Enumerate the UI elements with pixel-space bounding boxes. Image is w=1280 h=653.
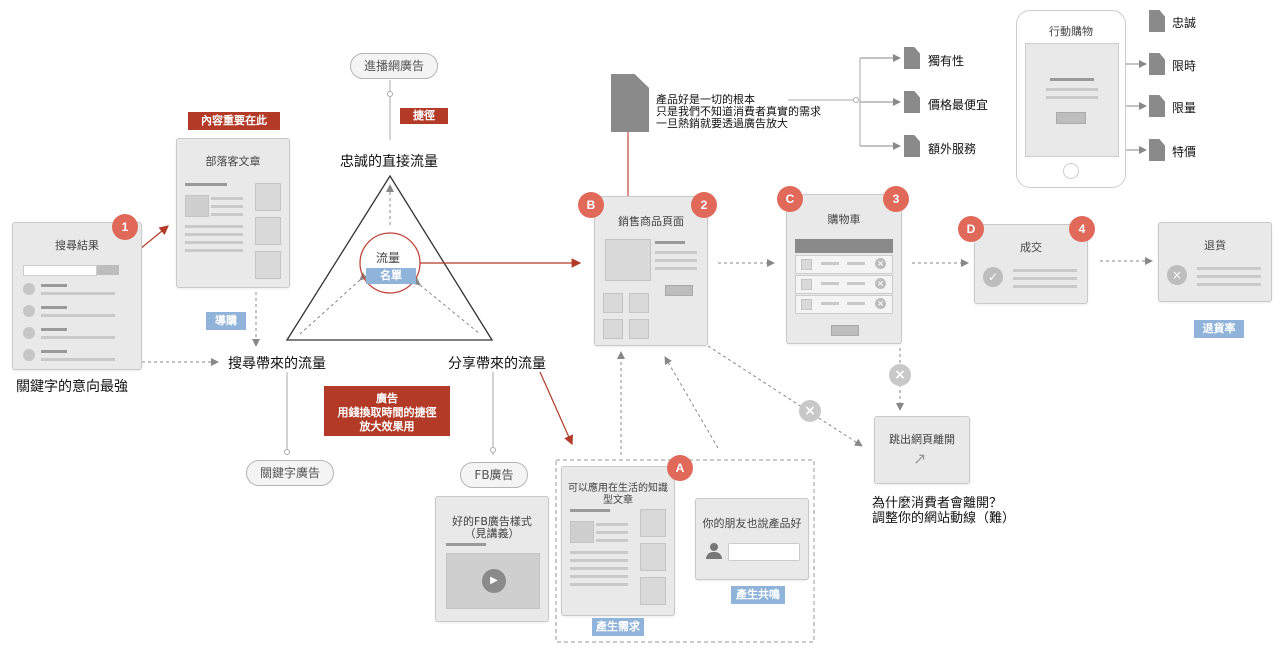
bounce-question-1: 為什麼消費者會離開？ [872,496,1003,511]
article-title-1: 可以應用在生活的知識 [568,483,668,494]
mobile-label-2: 限量 [1172,101,1197,115]
fb-ad-title-1: 好的FB廣告樣式 [452,515,532,528]
product-image [605,239,651,281]
bounce-question-2: 調整你的網站動線（難） [872,511,1016,526]
phone-frame: 行動購物 [1016,10,1126,188]
product-note: 產品好是一切的根本 只是我們不知道消費者真實的需求 一旦熱銷就要透過廣告放大 [656,94,821,130]
article-card: 可以應用在生活的知識 型文章 [561,466,675,616]
side-label-1: 價格最便宜 [928,98,989,112]
home-button [1063,163,1079,179]
search-results-card: 搜尋結果 [12,222,142,370]
document-icon [904,47,920,69]
cart-badge-number: 3 [883,186,909,212]
product-note-line1: 產品好是一切的根本 [656,93,755,106]
ad-note: 廣告 用錢換取時間的捷徑 放大效果用 [324,386,450,436]
search-results-caption: 關鍵字的意向最強 [16,379,128,395]
checkout-button [831,325,859,336]
deal-badge-number: 4 [1069,216,1095,242]
exit-x-icon: × [889,364,911,386]
traffic-triangle [285,174,494,341]
search-results-title: 搜尋結果 [55,239,99,252]
viral-ad-pill: 進播網廣告 [350,53,438,79]
blog-red-tag: 內容重要在此 [188,112,280,130]
image-icon [185,195,209,217]
image-icon [570,521,594,543]
return-title: 退貨 [1204,239,1226,252]
cart-title: 購物車 [827,213,861,226]
phone-screen [1025,43,1119,157]
mobile-label-1: 限時 [1172,59,1197,73]
return-rate-tag: 退貨率 [1194,320,1244,338]
search-badge: 1 [112,214,138,240]
remove-icon: × [875,258,886,269]
content-badge-letter: A [667,455,693,481]
document-icon [1149,53,1165,75]
product-note-line2: 只是我們不知道消費者真實的需求 [656,105,821,118]
ad-note-line3: 放大效果用 [359,420,415,433]
product-page-title: 銷售商品頁面 [618,215,684,228]
traffic-center-label: 流量 [376,251,401,265]
product-page-card: 銷售商品頁面 [594,196,708,346]
bounce-title: 跳出網頁離開 [889,433,955,446]
document-icon [1149,10,1165,32]
deal-title: 成交 [1020,241,1042,254]
remove-icon: × [875,298,886,309]
document-icon [1149,139,1165,161]
ad-note-line1: 廣告 [376,392,398,405]
remove-icon: × [875,278,886,289]
friend-tag: 產生共鳴 [731,586,785,604]
product-page-badge-number: 2 [691,192,717,218]
mobile-label-0: 忠誠 [1172,16,1197,30]
product-page-badge-letter: B [578,192,604,218]
deal-badge-letter: D [958,216,984,242]
buy-button [665,285,693,296]
search-traffic-label: 搜尋帶來的流量 [228,356,326,372]
side-label-0: 獨有性 [928,54,965,68]
deal-card: 成交 ✓ [974,224,1088,304]
play-icon: ▶ [482,569,506,593]
exit-x-icon: × [799,400,821,422]
fb-ad-title-2: （見講義） [464,527,520,540]
blog-blue-tag: 導購 [206,312,246,330]
comment-bubble [728,543,800,561]
mobile-label-3: 特價 [1172,145,1197,159]
check-icon: ✓ [983,267,1003,287]
article-title-2: 型文章 [603,495,633,506]
document-icon [904,91,920,113]
cart-card: 購物車 × × × [786,194,902,344]
share-traffic-label: 分享帶來的流量 [448,356,546,372]
fb-ad-pill: FB廣告 [460,462,528,488]
shortcut-tag: 捷徑 [400,108,448,124]
search-button [97,265,119,275]
keyword-ad-pill: 關鍵字廣告 [246,460,334,486]
blog-title: 部落客文章 [205,155,261,168]
video-placeholder: ▶ [446,553,540,609]
exit-arrow-icon: ↗ [913,449,927,468]
return-card: 退貨 × [1158,222,1272,302]
document-icon [1149,95,1165,117]
product-note-line3: 一旦熱銷就要透過廣告放大 [656,117,788,130]
search-box [23,265,97,276]
blog-card: 部落客文章 [176,138,290,288]
fb-ad-card: 好的FB廣告樣式 （見講義） ▶ [435,496,549,622]
mobile-title: 行動購物 [1049,25,1093,38]
document-icon [611,74,649,132]
direct-traffic-label: 忠誠的直接流量 [340,154,438,170]
ad-note-line2: 用錢換取時間的捷徑 [337,406,437,419]
friend-card: 你的朋友也說產品好 [695,498,809,580]
document-icon [904,135,920,157]
list-tag: 名單 [366,268,416,284]
article-tag: 產生需求 [592,618,644,636]
cart-badge-letter: C [777,186,803,212]
user-icon [706,543,722,559]
friend-title: 你的朋友也說產品好 [702,517,802,530]
close-icon: × [1167,265,1187,285]
bounce-card: 跳出網頁離開 ↗ [874,416,970,484]
side-label-2: 額外服務 [928,142,977,156]
